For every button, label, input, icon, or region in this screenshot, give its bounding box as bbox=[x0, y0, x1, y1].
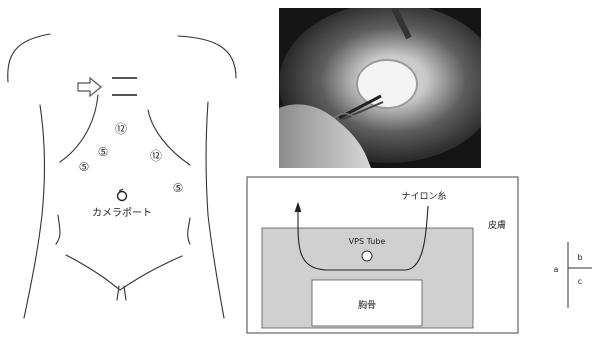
legend-drawing: a b c bbox=[548, 240, 593, 310]
suture-label: ナイロン糸 bbox=[401, 190, 446, 202]
tube-label: VPS Tube bbox=[349, 237, 386, 246]
arrow-right-icon bbox=[78, 78, 101, 96]
photo-drawing bbox=[279, 8, 481, 168]
right-waist-line bbox=[188, 218, 190, 244]
orientation-legend: a b c bbox=[548, 240, 593, 310]
left-shoulder-line bbox=[8, 34, 50, 82]
left-torso-outline bbox=[24, 105, 44, 318]
left-waist-line bbox=[56, 215, 60, 244]
port-label: ⑤ bbox=[173, 181, 184, 195]
legend-label-c: c bbox=[578, 277, 582, 286]
schematic-drawing: ナイロン糸 皮膚 VPS Tube 胸骨 bbox=[246, 176, 519, 334]
surgical-photo bbox=[279, 8, 481, 168]
port-label: ⑤ bbox=[79, 160, 90, 174]
camera-port-label: カメラポート bbox=[92, 207, 152, 219]
cross-section-schematic: ナイロン糸 皮膚 VPS Tube 胸骨 bbox=[246, 176, 519, 334]
port-label: ⑫ bbox=[115, 122, 127, 136]
skin-label: 皮膚 bbox=[488, 219, 506, 231]
left-rib-line bbox=[60, 95, 98, 162]
pelvis-line bbox=[66, 255, 182, 290]
camera-port-icon bbox=[118, 192, 127, 201]
torso-diagram: ⑫ ⑤ ⑫ ⑤ ⑤ カメラポート bbox=[0, 0, 250, 338]
torso-drawing: ⑫ ⑤ ⑫ ⑤ ⑤ カメラポート bbox=[0, 0, 250, 338]
bone-label: 胸骨 bbox=[358, 299, 376, 311]
camera-port-tick bbox=[119, 189, 123, 191]
groin-line-right bbox=[124, 286, 126, 300]
port-label: ⑤ bbox=[98, 145, 109, 159]
port-label: ⑫ bbox=[150, 149, 162, 163]
right-torso-outline bbox=[206, 102, 224, 318]
legend-label-a: a bbox=[554, 265, 559, 274]
vps-tube-icon bbox=[362, 251, 372, 261]
legend-label-b: b bbox=[577, 253, 582, 262]
right-shoulder-line bbox=[178, 36, 236, 78]
